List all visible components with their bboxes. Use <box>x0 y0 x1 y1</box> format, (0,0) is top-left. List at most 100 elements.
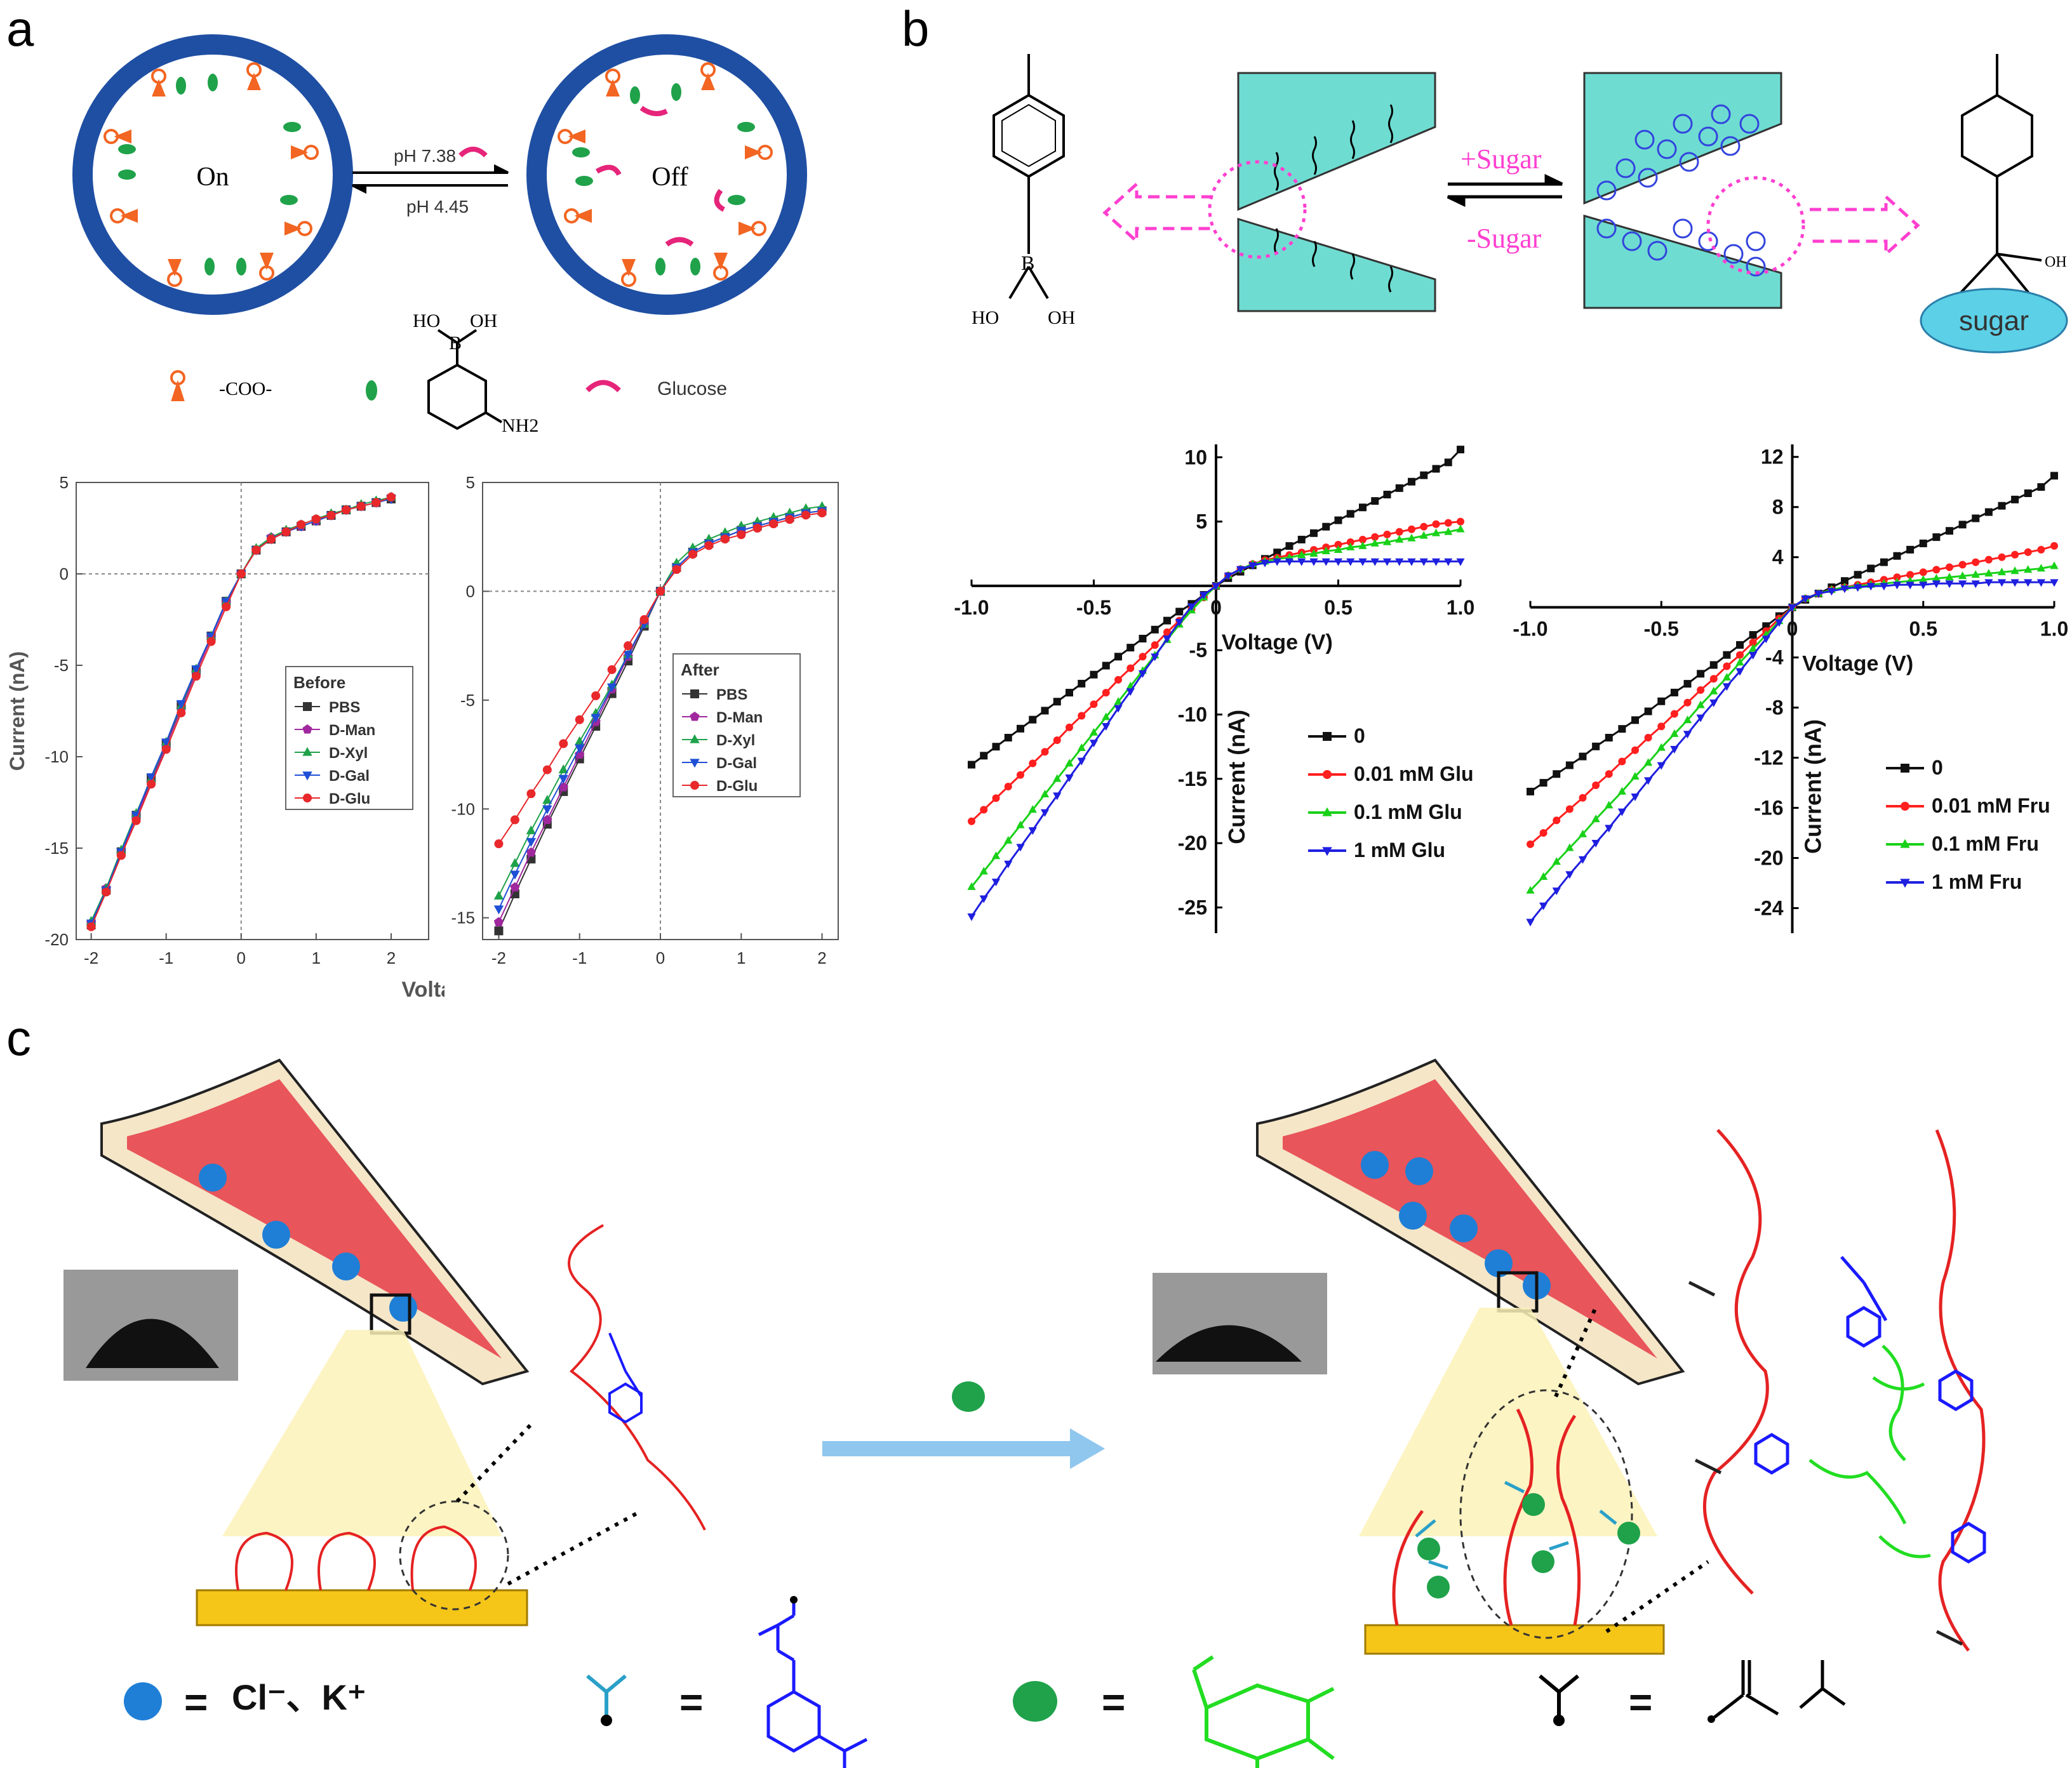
data-point <box>623 651 633 660</box>
glucose-icon <box>458 147 488 157</box>
data-point <box>161 745 171 754</box>
data-point <box>1431 528 1441 536</box>
legend-title: After <box>681 660 719 679</box>
data-point <box>1114 705 1123 713</box>
data-point <box>1224 572 1233 580</box>
equilibrium-arrows-a <box>352 164 509 194</box>
data-point <box>1114 697 1123 705</box>
data-point <box>1972 514 1980 522</box>
data-point <box>1126 688 1135 696</box>
coo-legend-label: -COO- <box>219 378 272 399</box>
data-point <box>1017 771 1024 779</box>
data-point <box>1077 743 1086 752</box>
y-tick-label: -5 <box>460 691 475 710</box>
data-point <box>1334 541 1342 549</box>
glucose-bead-arrow <box>952 1381 985 1412</box>
zoom-beam-right <box>1359 1308 1657 1536</box>
data-point <box>980 806 988 814</box>
data-point <box>992 743 1000 751</box>
data-point <box>1749 651 1758 660</box>
data-point <box>1565 805 1574 813</box>
data-point <box>1592 742 1600 750</box>
zoom-beam-left <box>222 1330 502 1536</box>
data-point <box>1151 653 1160 661</box>
data-point <box>1395 558 1404 566</box>
data-point <box>1578 829 1587 837</box>
data-point <box>1958 571 1967 580</box>
data-point <box>494 839 504 849</box>
y-tick-label: -24 <box>1754 897 1783 920</box>
data-point <box>1419 558 1428 566</box>
data-point <box>2024 565 2033 573</box>
data-point <box>2037 483 2045 491</box>
equilibrium-arrows-b <box>1447 174 1563 207</box>
data-point <box>1053 736 1061 745</box>
nanochannel-empty <box>1208 72 1436 312</box>
data-point <box>607 665 617 674</box>
ion-legend-label: Cl⁻、K⁺ <box>232 1677 366 1717</box>
data-point <box>968 761 975 769</box>
mol-a-b: B <box>449 333 462 354</box>
data-point <box>1175 608 1184 616</box>
data-point <box>1431 558 1441 566</box>
data-point <box>979 895 988 903</box>
legend-box <box>285 666 413 810</box>
data-point <box>1444 519 1452 527</box>
data-point <box>1322 522 1330 531</box>
data-point <box>1827 588 1836 596</box>
y-tick-label: -20 <box>1178 832 1207 854</box>
legend-marker <box>690 711 700 721</box>
data-point <box>1395 484 1403 492</box>
data-point <box>1631 716 1639 724</box>
data-point <box>1040 809 1050 817</box>
nipam-legend-icon <box>1539 1674 1579 1726</box>
data-point <box>510 870 520 880</box>
panel-label-c: c <box>6 1010 31 1066</box>
data-point <box>1958 561 1967 569</box>
data-point <box>1946 527 1953 535</box>
data-point <box>1893 573 1901 582</box>
droplet-right <box>1156 1325 1302 1362</box>
y-tick-label: -20 <box>44 930 69 949</box>
data-point <box>297 520 306 529</box>
panel-label-b: b <box>902 1 930 56</box>
data-point <box>1187 603 1196 611</box>
data-point <box>1670 729 1679 737</box>
data-point <box>1854 571 1862 579</box>
panel-label-a: a <box>6 1 34 56</box>
x-tick-label: 0 <box>237 948 246 967</box>
data-point <box>1395 528 1403 536</box>
data-point <box>591 714 601 723</box>
legend-label: 0.1 mM Fru <box>1932 832 2039 855</box>
data-point <box>1382 537 1392 545</box>
data-point <box>1053 774 1062 782</box>
data-point <box>1565 761 1574 769</box>
data-point <box>1395 535 1404 543</box>
legend-label: D-Glu <box>716 778 758 795</box>
mol-b-b-left: B <box>1021 251 1034 274</box>
y-tick-label: 5 <box>466 473 475 492</box>
data-point <box>1408 477 1415 486</box>
data-point <box>1139 634 1147 642</box>
x-tick-label: 1 <box>312 948 321 967</box>
data-point <box>1175 618 1184 627</box>
legend-label: D-Glu <box>329 790 370 808</box>
data-point <box>1683 698 1692 707</box>
data-point <box>1077 757 1086 766</box>
data-point <box>1028 805 1037 813</box>
legend-marker <box>690 734 700 743</box>
legend-marker <box>303 794 312 802</box>
data-point <box>1151 641 1159 649</box>
data-point <box>1053 792 1062 801</box>
data-point <box>1040 789 1050 797</box>
phenylboronic-acid-left <box>993 54 1065 300</box>
nipam-anchor-dot <box>1708 1715 1715 1723</box>
x-tick-label: -1.0 <box>954 596 989 619</box>
data-point <box>146 773 156 783</box>
data-point <box>1041 748 1049 756</box>
data-point <box>267 535 276 544</box>
data-point <box>1984 555 1993 564</box>
data-point <box>1090 700 1098 708</box>
data-point <box>526 789 536 799</box>
